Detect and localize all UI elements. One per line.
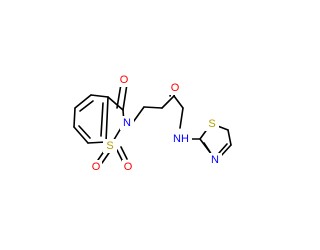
double-bond <box>122 83 128 111</box>
benzene-ring <box>73 94 109 144</box>
ketone-oxygen-label: O <box>120 74 129 86</box>
ring-sulfur-label: S <box>106 140 113 152</box>
atom-labels: O N S O O O NH S N <box>90 73 222 174</box>
double-bond <box>218 143 228 154</box>
ring-nitrogen-label: N <box>123 117 131 129</box>
bond <box>73 107 76 128</box>
thiazole-nitrogen-label: N <box>211 154 219 166</box>
bond <box>105 96 109 143</box>
amide-oxygen-label: O <box>171 82 180 94</box>
propanamide-chain <box>130 91 184 129</box>
aromatic-inner-bond <box>79 100 94 112</box>
bond <box>73 126 89 144</box>
bond <box>227 129 232 146</box>
molecule-structure: O N S O O O NH S N <box>73 73 232 174</box>
aromatic-inner-bond <box>100 102 104 137</box>
thiazole-ring <box>188 124 232 158</box>
bond <box>107 96 124 111</box>
amide-nh-label: NH <box>173 133 189 145</box>
double-bond <box>203 142 211 153</box>
bond <box>90 94 109 98</box>
sulfonyl-oxygen-left-label: O <box>92 161 101 173</box>
thiazole-sulfur-label: S <box>208 118 215 130</box>
bond <box>143 106 163 109</box>
aromatic-inner-bond <box>78 125 91 139</box>
bond <box>173 95 184 109</box>
bond <box>74 94 92 109</box>
double-bond <box>120 146 128 160</box>
bond <box>179 107 184 129</box>
sulfonyl-oxygen-right-label: O <box>124 161 133 173</box>
bond <box>161 95 175 109</box>
double-bond <box>116 83 122 109</box>
